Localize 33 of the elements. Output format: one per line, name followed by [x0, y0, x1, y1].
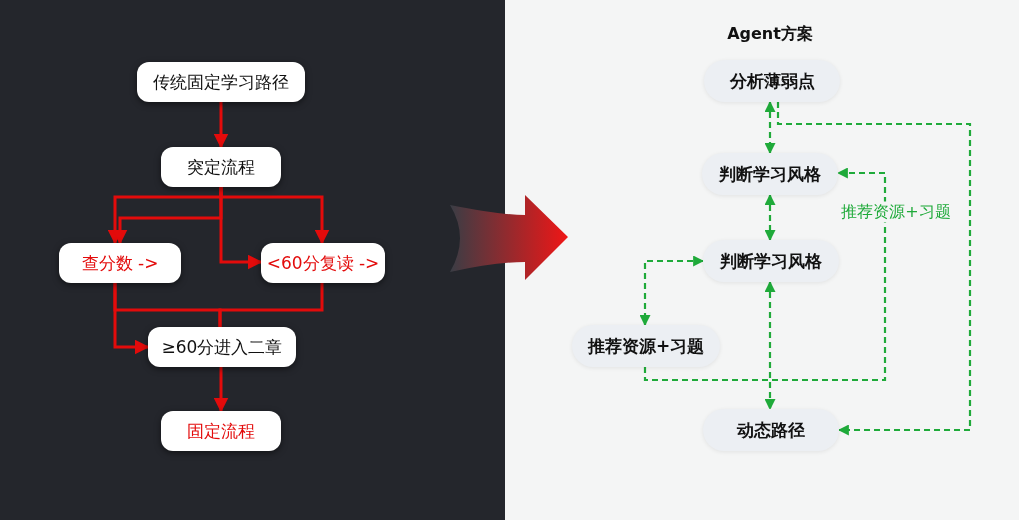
arrow: [213, 102, 229, 149]
process-box: [703, 240, 839, 282]
process-box: [161, 411, 281, 451]
box-label: <60分复读 ->: [266, 251, 380, 275]
box-label: 突定流程: [187, 155, 255, 179]
arrow: [764, 280, 776, 411]
arrow: [643, 167, 887, 382]
process-box: [161, 147, 281, 187]
process-box: [703, 409, 839, 451]
box-label: 推荐资源+习题: [587, 334, 705, 358]
arrow: [219, 187, 263, 270]
box-label: 判断学习风格: [719, 162, 821, 186]
process-box: [704, 60, 840, 102]
process-box: [702, 153, 838, 195]
box-label: 固定流程: [187, 419, 255, 443]
arrow: [776, 102, 972, 436]
arrow: [639, 255, 705, 327]
box-label: ≥60分进入二章: [161, 335, 283, 359]
box-label: 判断学习风格: [720, 249, 822, 273]
box-label: 传统固定学习路径: [153, 70, 289, 94]
process-box: [261, 243, 385, 283]
arrow: [764, 193, 776, 242]
process-box: [59, 243, 181, 283]
arrow: [213, 367, 229, 413]
box-label: 查分数 ->: [81, 251, 159, 275]
box-label: 分析薄弱点: [729, 69, 815, 93]
box-label: 动态路径: [737, 418, 805, 442]
process-box: [148, 327, 296, 367]
arrow: [764, 100, 776, 155]
process-box: [137, 62, 305, 102]
edge-label: 推荐资源+习题: [839, 201, 953, 223]
panel-title: Agent方案: [727, 23, 813, 45]
process-box: [572, 325, 720, 367]
